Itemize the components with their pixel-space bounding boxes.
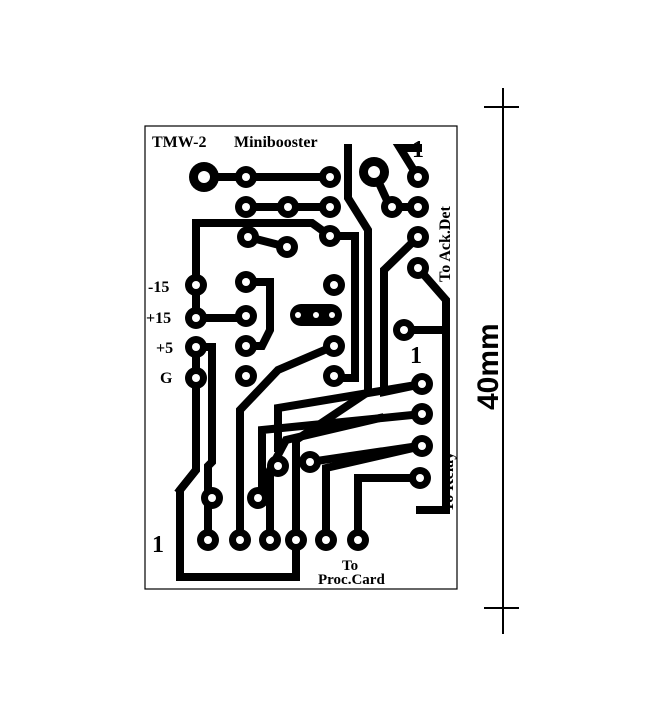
pad-drill-hole — [354, 536, 362, 544]
label-plus5: +5 — [156, 340, 173, 357]
pad-drill-hole — [242, 173, 250, 181]
pad-drill-hole — [254, 494, 262, 502]
pad-drill-hole — [418, 442, 426, 450]
pad-drill-hole — [242, 203, 250, 211]
pin1-mark-relay: 1 — [410, 343, 422, 369]
pad-drill-hole — [274, 462, 282, 470]
pad-drill-hole — [208, 494, 216, 502]
connector-proc-label-card: Proc.Card — [318, 572, 385, 588]
pad-drill-hole — [204, 536, 212, 544]
pad-drill-hole — [414, 233, 422, 241]
dimension-label: 40mm — [472, 323, 505, 410]
pad-drill-hole — [418, 410, 426, 418]
pad-drill-hole — [368, 166, 380, 178]
pad-drill-hole — [284, 203, 292, 211]
dimension-marker — [484, 88, 519, 634]
pad-drill-hole — [330, 281, 338, 289]
pad-drill-hole — [414, 264, 422, 272]
pin1-mark-ack: 1 — [412, 137, 424, 163]
connector-relay-label: To Relay — [440, 452, 457, 512]
pad-drill-hole — [388, 203, 396, 211]
connector-proc-label-to: To — [342, 558, 358, 574]
label-plus15: +15 — [146, 310, 171, 327]
connector-ack-label: To Ack.Det — [437, 205, 454, 282]
pad-drill-hole — [198, 171, 210, 183]
copper-traces — [174, 144, 450, 581]
pad-drill-hole — [326, 232, 334, 240]
board-subtitle: Minibooster — [234, 134, 318, 151]
pad-drill-hole — [400, 326, 408, 334]
board-outline — [144, 125, 458, 590]
pad-drill-hole — [326, 173, 334, 181]
pad-drill-hole — [416, 474, 424, 482]
pin1-mark-proc: 1 — [152, 532, 164, 558]
board-title: TMW-2 — [152, 134, 207, 151]
label-ground: G — [160, 370, 173, 387]
pad-drill-hole — [330, 342, 338, 350]
pad-drill-hole — [242, 372, 250, 380]
pad-drill-hole — [192, 374, 200, 382]
pad-drill-hole — [330, 372, 338, 380]
pad-drill-hole — [192, 281, 200, 289]
pad-drill-hole — [266, 536, 274, 544]
label-minus15: -15 — [148, 279, 169, 296]
pad-drill-hole — [244, 233, 252, 241]
pad-drill-hole — [313, 312, 319, 318]
pad-drill-hole — [295, 312, 301, 318]
pad-drill-hole — [192, 343, 200, 351]
pad-drill-hole — [418, 380, 426, 388]
pad-drill-hole — [292, 536, 300, 544]
pad-drill-hole — [414, 173, 422, 181]
pad-drill-hole — [242, 312, 250, 320]
pad-drill-hole — [414, 203, 422, 211]
pad-group — [185, 157, 433, 551]
pad-drill-hole — [306, 458, 314, 466]
pad-drill-hole — [283, 243, 291, 251]
pad-drill-hole — [329, 312, 335, 318]
pad-drill-hole — [192, 314, 200, 322]
pad-drill-hole — [326, 203, 334, 211]
pad-drill-hole — [322, 536, 330, 544]
pad-drill-hole — [242, 342, 250, 350]
pad-drill-hole — [236, 536, 244, 544]
pad-drill-hole — [242, 278, 250, 286]
